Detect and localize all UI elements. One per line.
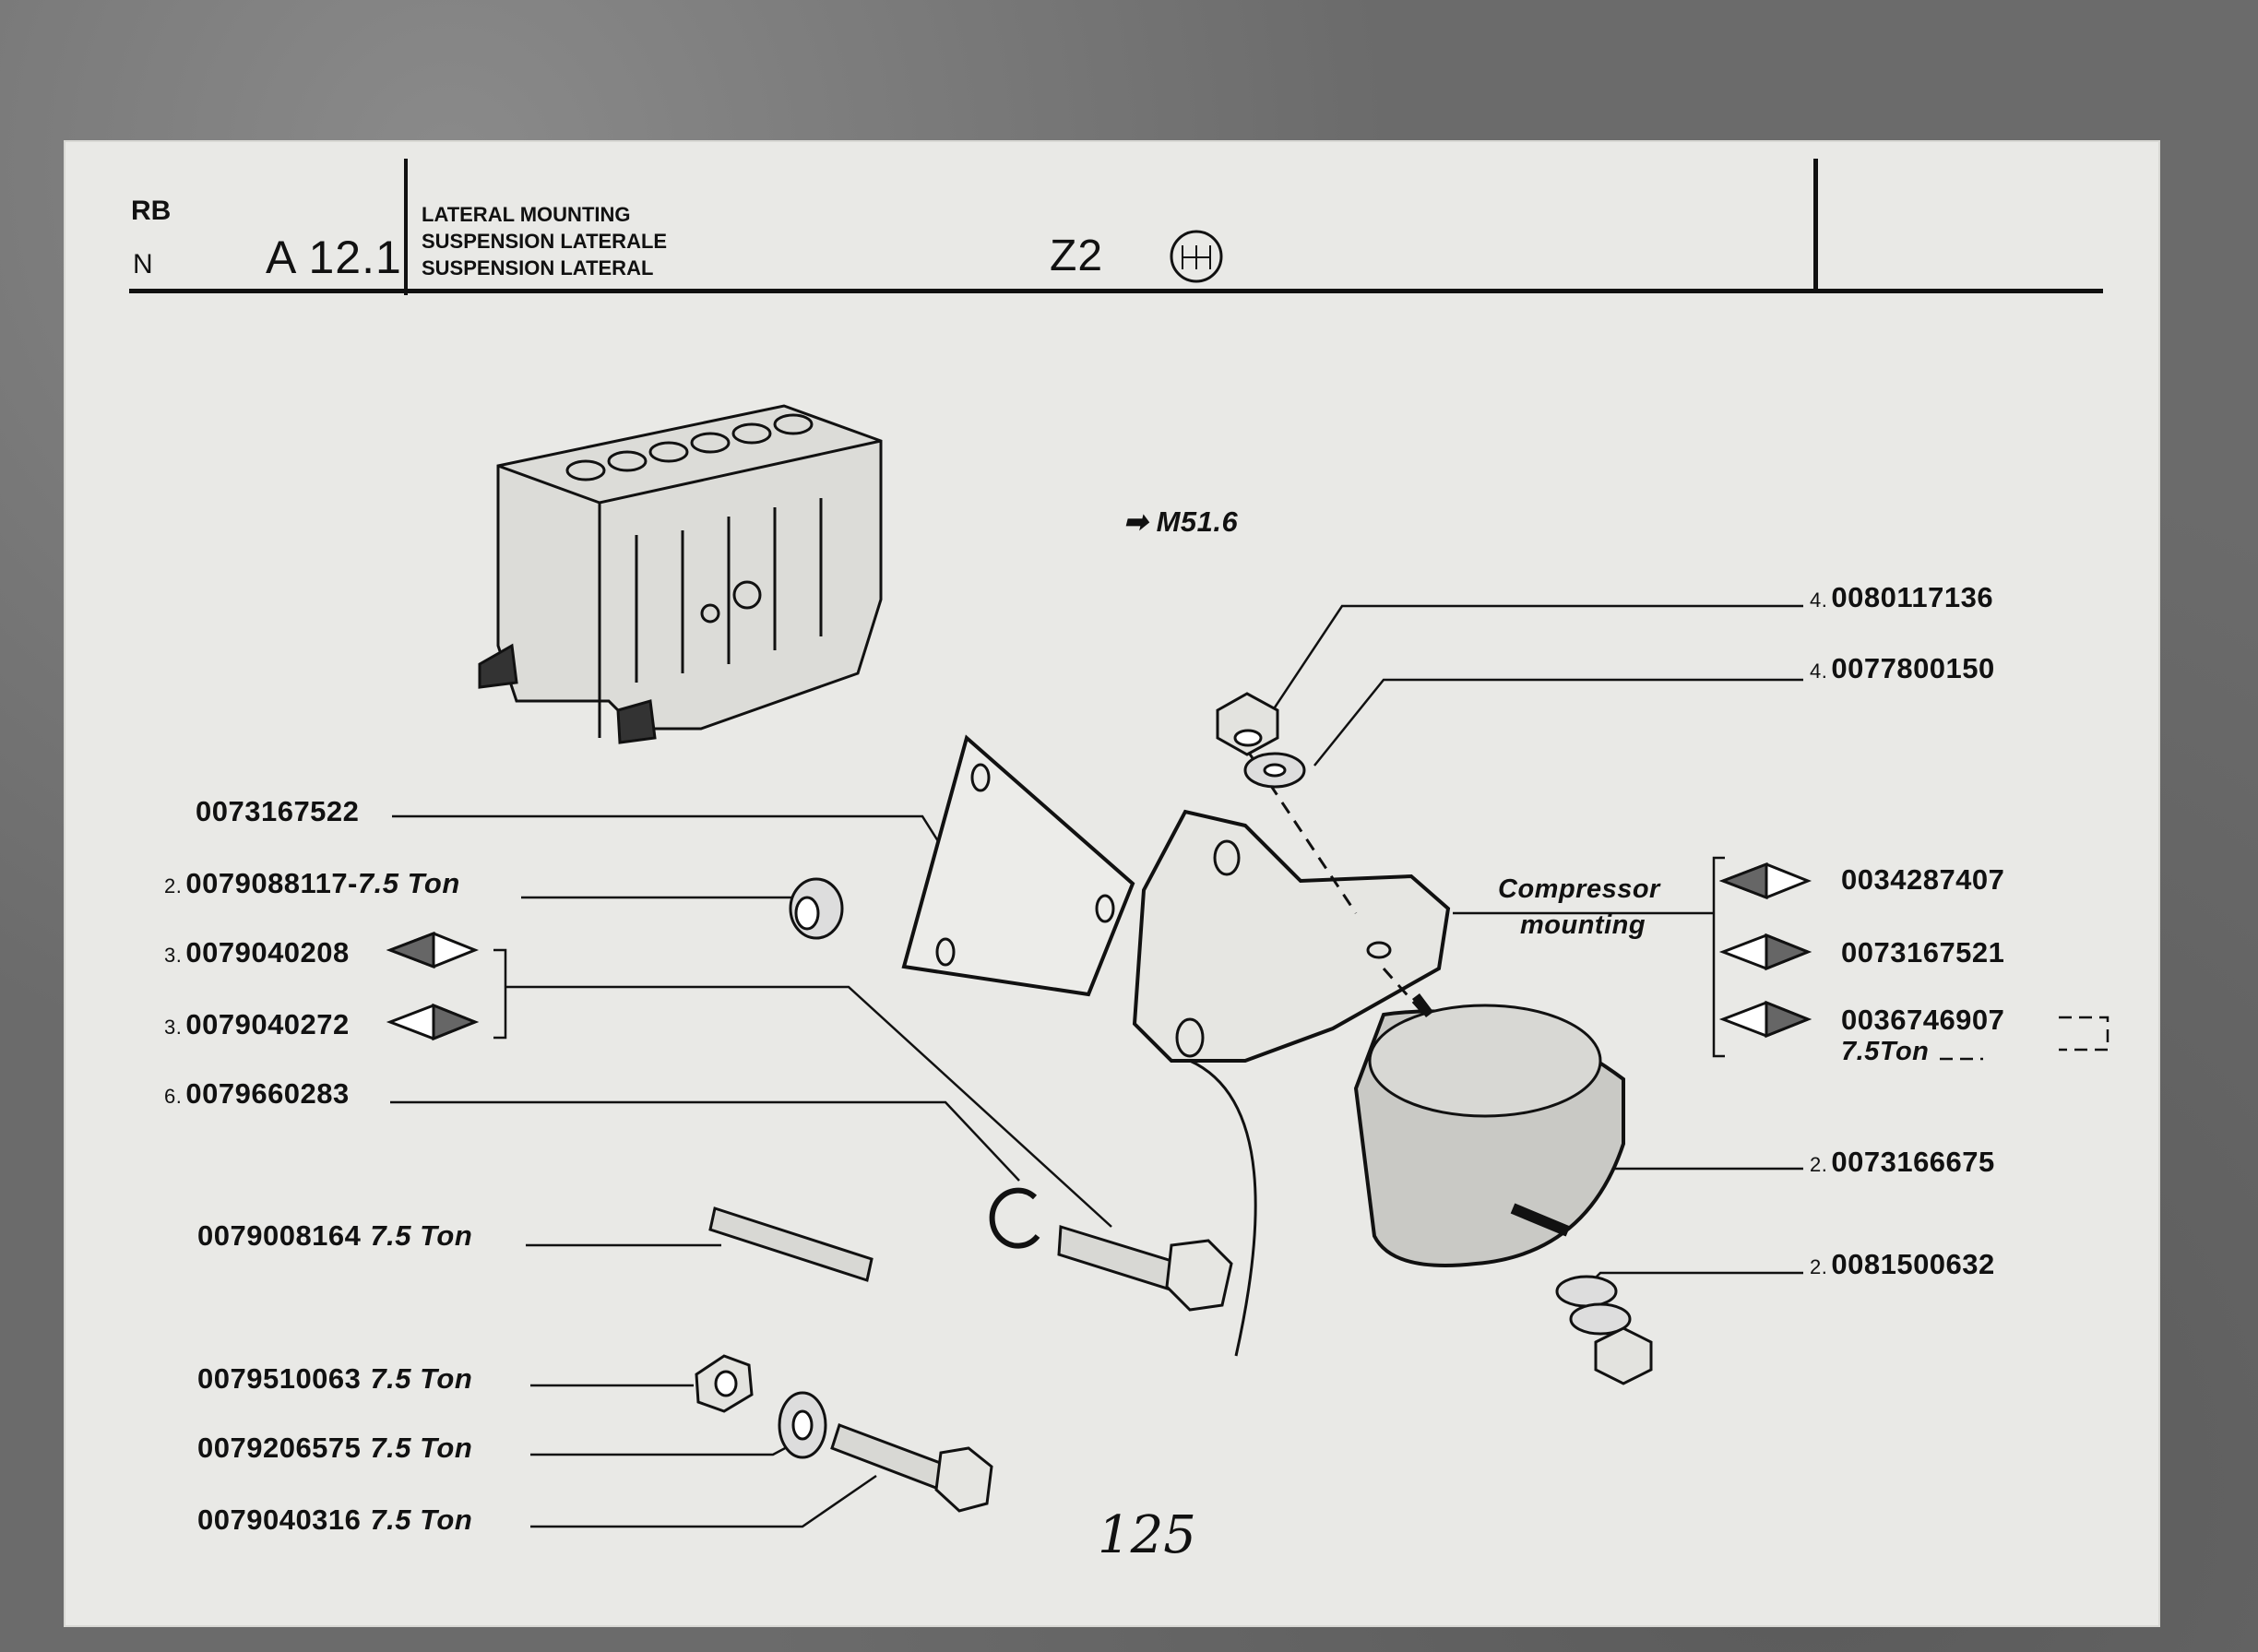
part-label-r4: 0036746907 bbox=[1841, 1004, 2005, 1036]
part-label-r0: 4.0080117136 bbox=[1810, 581, 1994, 613]
diamond-marker-icon bbox=[386, 931, 480, 969]
stud-icon bbox=[708, 1206, 873, 1282]
part-label-r3: 0073167521 bbox=[1841, 936, 2005, 969]
header-rule bbox=[129, 289, 2103, 293]
diamond-marker-icon bbox=[1718, 1000, 1812, 1039]
title-es: SUSPENSION LATERAL bbox=[422, 256, 654, 279]
part-label-4: 6.0079660283 bbox=[164, 1077, 350, 1110]
variant-code: Z2 bbox=[1050, 232, 1104, 280]
part-label-1: 2.0079088117-7.5 Ton bbox=[164, 867, 460, 899]
spacer-icon bbox=[789, 877, 844, 940]
part-label-3: 3.0079040272 bbox=[164, 1008, 350, 1040]
rubber-mount-icon bbox=[1353, 993, 1625, 1267]
header-divider-left bbox=[404, 159, 408, 295]
washer-icon bbox=[1243, 752, 1306, 789]
group-code: A 12.1 bbox=[266, 232, 402, 283]
part-label-r2: 0034287407 bbox=[1841, 863, 2005, 896]
bolt-icon bbox=[1057, 1225, 1233, 1312]
title-fr: SUSPENSION LATERALE bbox=[422, 230, 668, 253]
title-en: LATERAL MOUNTING bbox=[422, 203, 631, 226]
engine-block-icon bbox=[478, 404, 883, 744]
header-divider-right bbox=[1813, 159, 1818, 290]
callout-line1: Compressor bbox=[1498, 874, 1660, 904]
diamond-marker-icon bbox=[1718, 933, 1812, 971]
star-washer-icon bbox=[778, 1391, 827, 1459]
nut-icon bbox=[1216, 692, 1279, 756]
part-label-r6: 2.0081500632 bbox=[1810, 1248, 1995, 1280]
diamond-marker-icon bbox=[386, 1003, 480, 1041]
lock-washer-icon bbox=[989, 1187, 1040, 1249]
gearbox-icon bbox=[1170, 230, 1223, 283]
part-label-r5: 2.0073166675 bbox=[1810, 1146, 1995, 1178]
model-code-bottom: N bbox=[133, 249, 153, 279]
page-number: 125 bbox=[1098, 1505, 1196, 1565]
part-label-r4-note: 7.5Ton bbox=[1841, 1037, 1930, 1066]
part-label-2: 3.0079040208 bbox=[164, 936, 350, 969]
arrow-right-icon: ➡ bbox=[1123, 505, 1148, 538]
hex-nut-icon bbox=[695, 1354, 754, 1413]
part-label-0: 0073167522 bbox=[196, 795, 360, 827]
callout-line2: mounting bbox=[1520, 910, 1646, 940]
reference-label: ➡ M51.6 bbox=[1123, 505, 1238, 539]
diamond-marker-icon bbox=[1718, 862, 1812, 900]
part-label-r1: 4.0077800150 bbox=[1810, 652, 1995, 684]
hex-bolt-icon bbox=[830, 1423, 993, 1513]
reference-code: M51.6 bbox=[1156, 505, 1239, 538]
model-code-top: RB bbox=[131, 196, 172, 226]
